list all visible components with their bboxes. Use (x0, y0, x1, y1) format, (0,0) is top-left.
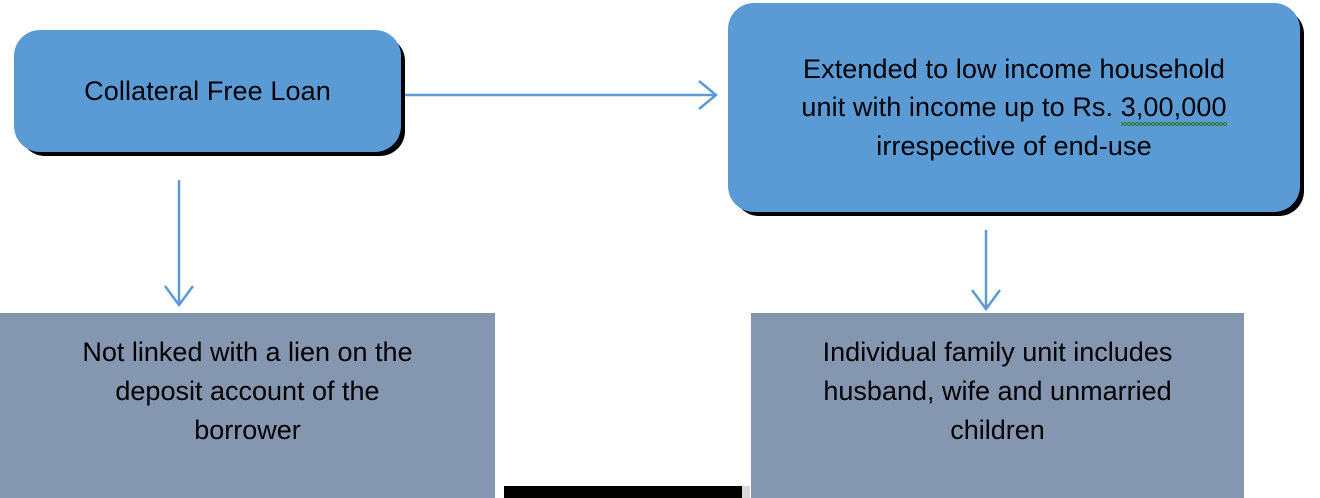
node-family-line-2: husband, wife and unmarried (823, 376, 1172, 407)
node-collateral-free-loan-text: Collateral Free Loan (84, 72, 331, 110)
node-individual-family-unit-text: Individual family unit includes husband,… (823, 333, 1173, 450)
node-extended-line-1: Extended to low income household (803, 54, 1225, 84)
arrow-down-icon (163, 180, 195, 308)
node-extended-line-2: unit with income up to Rs. (801, 92, 1121, 123)
node-not-linked-lien-text: Not linked with a lien on the deposit ac… (82, 333, 412, 450)
bottom-black-bar (504, 486, 742, 498)
arrow-right-icon (405, 80, 718, 110)
node-extended-misspelled-amount: 3,00,000 (1120, 92, 1227, 123)
node-family-line-1: Individual family unit includes (822, 337, 1173, 367)
node-extended-low-income[interactable]: Extended to low income household unit wi… (728, 3, 1300, 212)
node-lien-line-3: borrower (194, 415, 301, 446)
node-lien-line-2: deposit account of the (115, 376, 380, 407)
node-not-linked-lien[interactable]: Not linked with a lien on the deposit ac… (0, 313, 495, 498)
node-extended-line-3: irrespective of end-use (876, 130, 1152, 161)
node-collateral-line-1: Collateral Free Loan (84, 75, 331, 106)
node-lien-line-1: Not linked with a lien on the (82, 337, 413, 367)
arrow-down-icon (970, 230, 1002, 312)
node-collateral-free-loan[interactable]: Collateral Free Loan (14, 30, 401, 152)
node-family-line-3: children (950, 415, 1045, 446)
bottom-black-bar-end-cap (742, 486, 750, 498)
node-extended-low-income-text: Extended to low income household unit wi… (801, 50, 1226, 165)
node-individual-family-unit[interactable]: Individual family unit includes husband,… (751, 313, 1244, 498)
